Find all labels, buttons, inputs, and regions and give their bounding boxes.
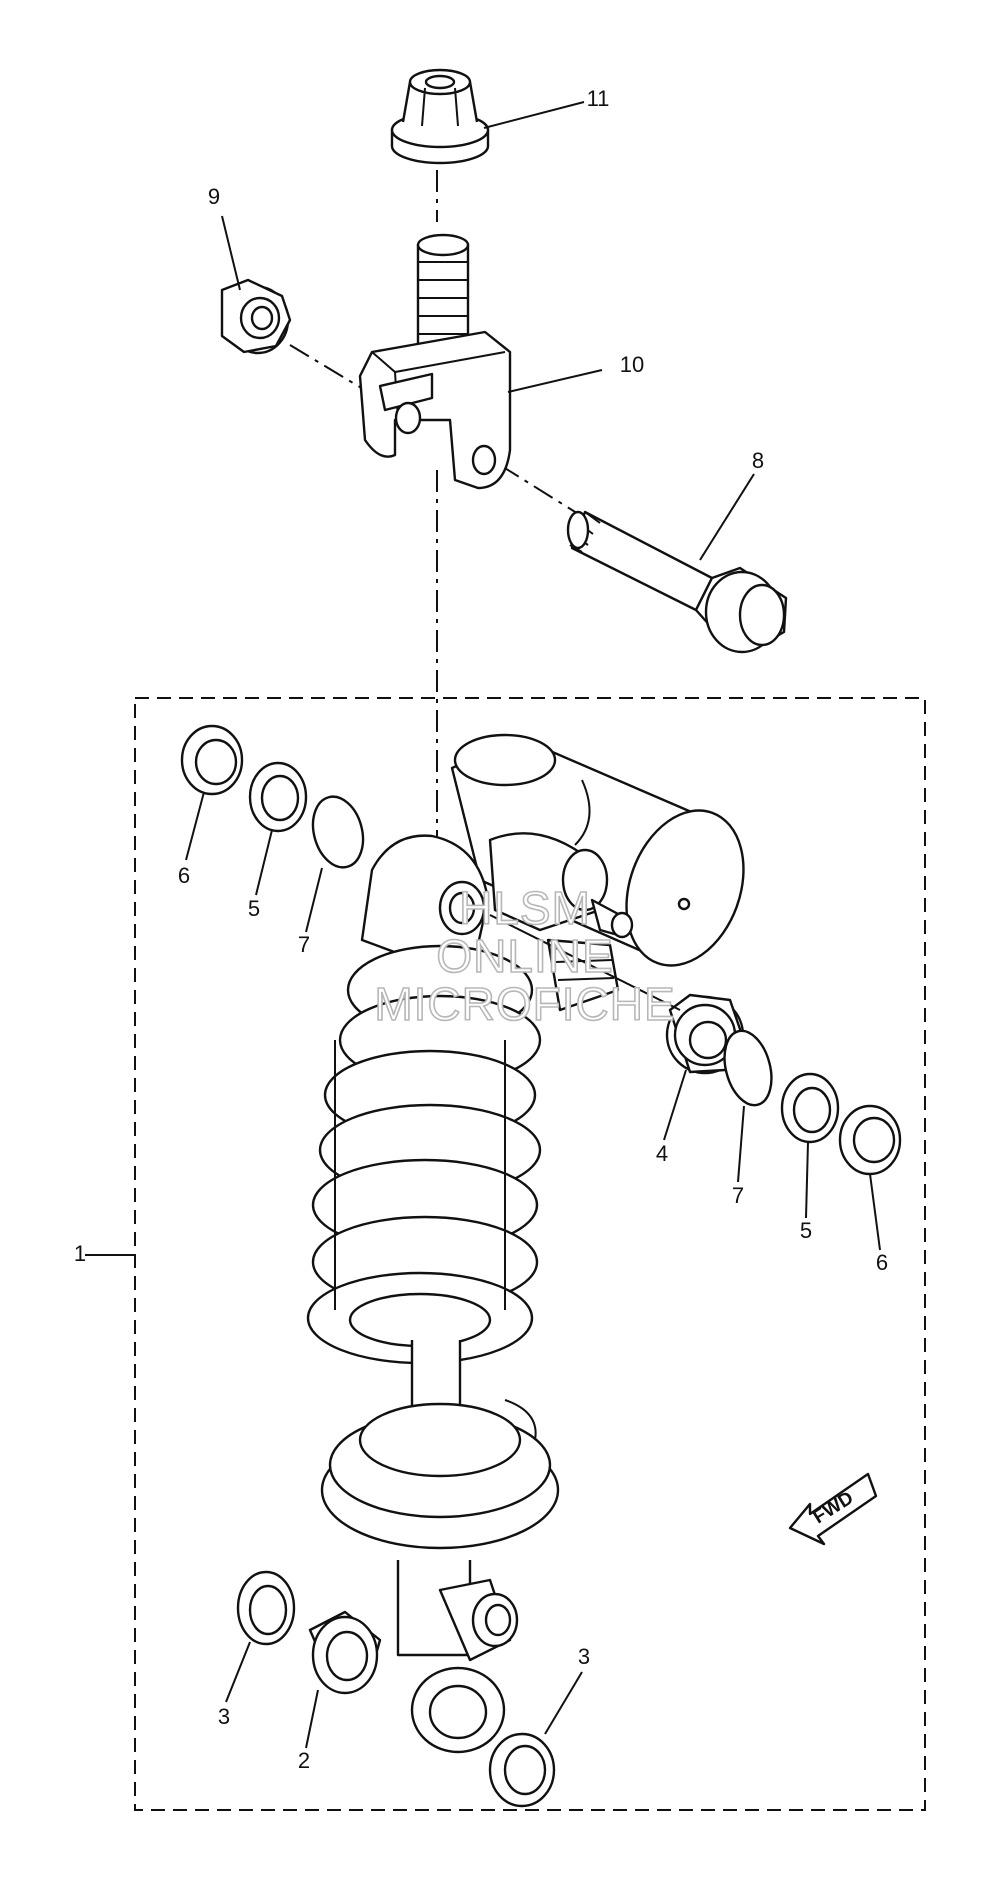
leader-lines — [85, 101, 881, 1749]
clevis-bracket-part-10 — [358, 233, 512, 490]
fwd-direction-arrow: FWD — [788, 1472, 878, 1546]
callout-5-left: 5 — [248, 896, 260, 921]
circlip-part-7-left — [311, 795, 365, 869]
callout-11: 11 — [587, 86, 610, 111]
callout-3-right: 3 — [578, 1644, 590, 1669]
circlip-part-7-right — [723, 1029, 773, 1107]
bearing-part-2 — [308, 1610, 382, 1695]
oil-seal-part-5-left — [248, 761, 308, 833]
watermark-line-1: HLSM — [459, 882, 591, 934]
guide-line-bolt8 — [499, 464, 581, 516]
flange-nut-part-11 — [390, 68, 490, 165]
callout-10: 10 — [620, 352, 644, 377]
guide-line-nut9 — [289, 344, 369, 393]
callout-6-left: 6 — [178, 863, 190, 888]
flange-nut-part-9 — [220, 278, 292, 355]
watermark: HLSM ONLINE MICROFICHE — [374, 881, 676, 1031]
callout-3-left: 3 — [218, 1704, 230, 1729]
dust-cover-part-6-left — [180, 724, 244, 796]
shock-absorber-body — [306, 832, 634, 1754]
callout-4: 4 — [656, 1141, 668, 1166]
callout-2: 2 — [298, 1748, 310, 1773]
oil-seal-part-3-left — [236, 1570, 296, 1646]
callout-7-left: 7 — [298, 932, 310, 957]
oil-seal-part-5-right — [780, 1072, 840, 1144]
dust-cover-part-6-right — [838, 1104, 902, 1176]
callout-9: 9 — [208, 184, 220, 209]
watermark-line-2: ONLINE — [436, 930, 613, 982]
callout-6-right: 6 — [876, 1250, 888, 1275]
callout-1: 1 — [74, 1241, 86, 1266]
callout-8: 8 — [752, 448, 764, 473]
shock-reservoir — [450, 733, 745, 967]
watermark-line-3: MICROFICHE — [374, 978, 675, 1030]
bolt-part-8 — [566, 510, 788, 654]
callout-5-right: 5 — [800, 1218, 812, 1243]
callout-7-right: 7 — [732, 1183, 744, 1208]
oil-seal-part-3-right — [488, 1732, 556, 1808]
guide-line-right-spacers — [489, 914, 681, 1011]
